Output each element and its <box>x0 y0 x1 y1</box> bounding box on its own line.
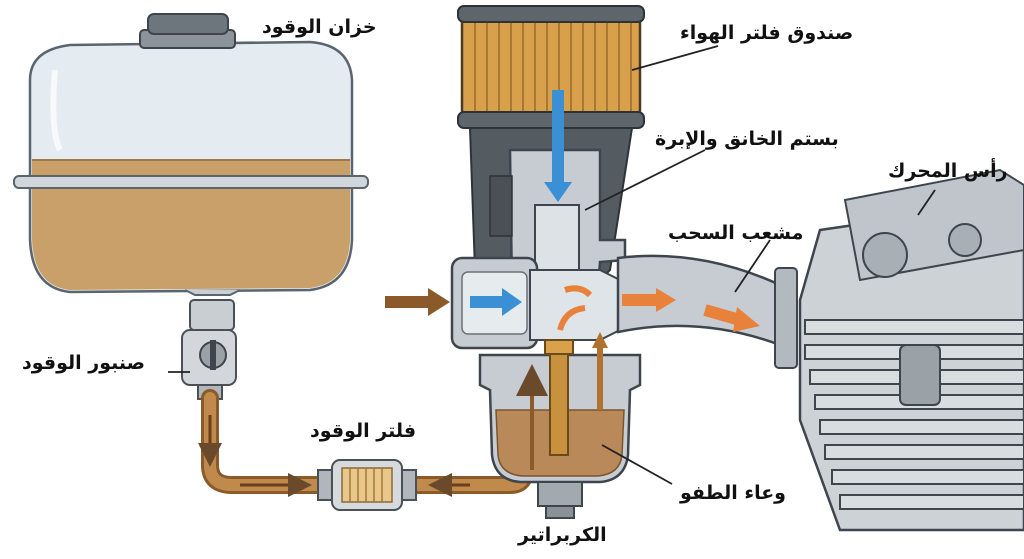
carburetor-label: الكربراتير <box>518 524 607 546</box>
fuel-filter-label: فلتر الوقود <box>310 420 417 442</box>
fuel-level <box>32 160 350 290</box>
fuel-tank-label: خزان الوقود <box>262 16 377 38</box>
inlet-arrow <box>385 288 450 316</box>
intake-manifold-label: مشعب السحب <box>668 222 804 244</box>
choke-needle-piston-label: بستم الخانق والإبرة <box>655 128 839 150</box>
filter-element <box>460 8 642 122</box>
mixture-flow-arrows <box>557 285 760 332</box>
fuel-tap <box>181 299 237 400</box>
fuel-tap-label: صنبور الوقود <box>22 352 145 374</box>
engine-head <box>798 168 1024 532</box>
float-bowl-label: وعاء الطفو <box>680 482 786 504</box>
fuel-tank <box>13 13 369 296</box>
air-filter-box-label: صندوق فلتر الهواء <box>680 22 854 44</box>
air-flow-arrows <box>470 90 572 316</box>
engine-head-label: رأس المحرك <box>888 160 1008 182</box>
fuel-filter <box>317 459 417 511</box>
fuel-up-arrows <box>516 332 608 470</box>
main-jet <box>549 344 569 456</box>
leader-lines <box>168 45 936 485</box>
